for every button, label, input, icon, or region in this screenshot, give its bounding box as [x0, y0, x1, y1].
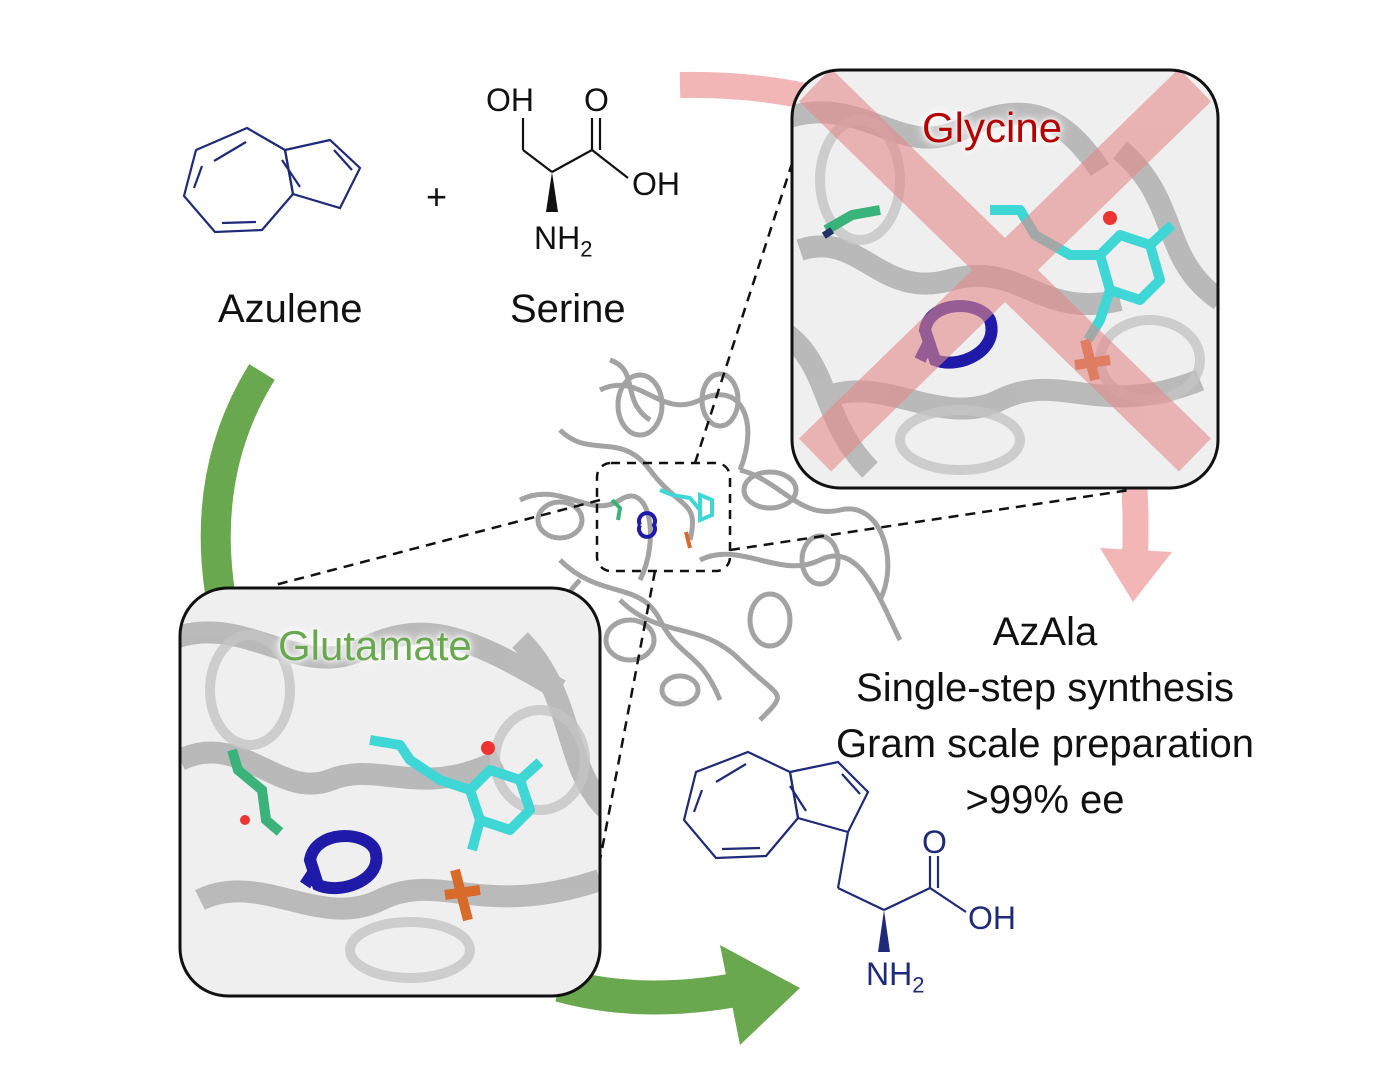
serine-amine-sub: 2	[580, 236, 593, 262]
product-acid-oh: OH	[968, 900, 1016, 936]
glycine-title: Glycine	[922, 104, 1063, 151]
active-site-box	[595, 461, 732, 573]
glutamate-inset	[178, 586, 602, 998]
green-pathway-arrow	[200, 364, 800, 1045]
serine-structure	[521, 118, 629, 179]
product-amine-sub: 2	[912, 972, 925, 998]
product-carbonyl-o: O	[922, 824, 947, 860]
zoom-lines	[274, 144, 1131, 861]
plus-sign: +	[426, 176, 448, 217]
result-line: >99% ee	[965, 778, 1125, 822]
active-site-ligands	[610, 488, 714, 549]
serine-wedge	[546, 172, 558, 212]
azulene-structure	[182, 126, 362, 234]
serine-amine-nh: NH	[534, 220, 581, 256]
serine-acid-oh: OH	[632, 166, 680, 202]
azulene-label: Azulene	[218, 287, 363, 331]
product-wedge	[878, 910, 890, 952]
result-line: Single-step synthesis	[856, 666, 1234, 710]
product-amine-nh: NH	[866, 956, 913, 992]
result-line: AzAla	[992, 610, 1098, 654]
result-summary: AzAla Single-step synthesis Gram scale p…	[790, 604, 1300, 828]
result-line: Gram scale preparation	[836, 722, 1254, 766]
serine-amine: NH2	[534, 220, 592, 262]
serine-carbonyl-o: O	[584, 82, 609, 118]
serine-oh-label: OH	[486, 82, 534, 118]
serine-label: Serine	[510, 287, 626, 331]
glutamate-title: Glutamate	[278, 622, 472, 669]
product-structure	[682, 750, 967, 913]
glycine-inset	[790, 68, 1220, 490]
product-amine: NH2	[866, 956, 924, 998]
